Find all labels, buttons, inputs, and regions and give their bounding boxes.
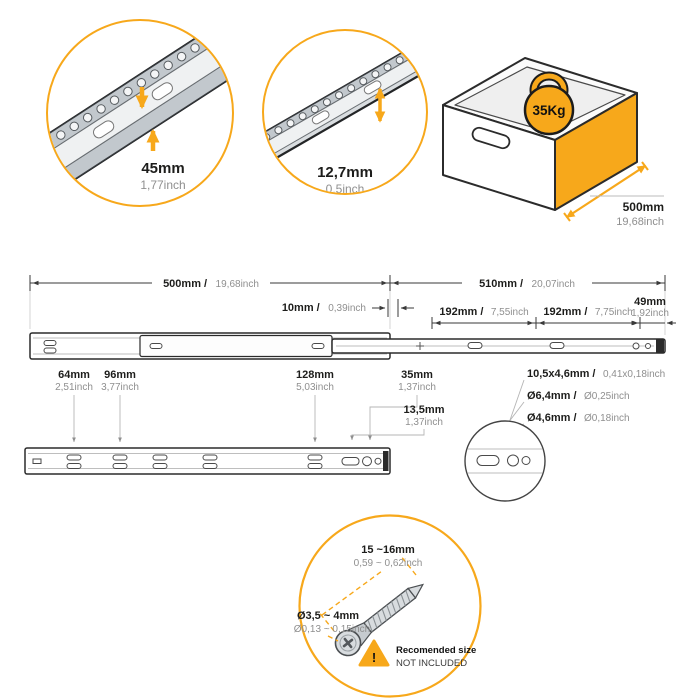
- dim-end-gap: 49mm 1,92inch: [629, 296, 676, 326]
- slide-height-illustration: [264, 38, 426, 167]
- mounting-hole-detail-circle: [464, 420, 546, 502]
- dim-pitch-35: 35mm 1,37inch: [368, 369, 436, 441]
- detail-hole-minor: [521, 456, 531, 465]
- svg-text:10mm / 0,39inch: 10mm / 0,39inch: [282, 298, 366, 315]
- svg-text:10,5x4,6mm / 0,41x0,18: 10,5x4,6mm / 0,41x0,18inch: [527, 364, 665, 381]
- screw-illustration: [334, 583, 425, 657]
- width-mm: 45mm: [141, 160, 185, 177]
- screw-threads: [367, 590, 411, 632]
- dim-pitch-13-5: 13,5mm 1,37inch: [350, 404, 445, 441]
- end-gap-inch: 1,92inch: [631, 308, 669, 319]
- travel-a-mm: 192mm /: [439, 306, 483, 318]
- svg-text:96mm: 96mm: [104, 369, 136, 381]
- width-dim-label: 45mm 1,77inch: [117, 157, 209, 195]
- screw-diameter-inch: Ø0,13 ~ 0,15inch: [294, 624, 370, 635]
- drawer-illustration: 35Kg 500mm 19,68inch: [442, 57, 664, 228]
- extended-inch: 20,07inch: [532, 279, 575, 290]
- svg-text:2,51inch: 2,51inch: [55, 382, 93, 393]
- height-inch: 0,5inch: [325, 182, 365, 195]
- screw-diameter-dimension: Ø3,5 ~ 4mm Ø0,13 ~ 0,15inch: [294, 610, 370, 642]
- svg-text:192mm / 7,55inch: 192mm / 7,55inch: [439, 302, 528, 319]
- svg-text:35mm: 35mm: [401, 369, 433, 381]
- dim-pitch-96: 96mm 3,77inch: [101, 369, 139, 443]
- svg-text:3,77inch: 3,77inch: [101, 382, 139, 393]
- slide-width-illustration: [48, 25, 232, 194]
- dim-extended-length: 510mm / 20,07inch: [390, 274, 666, 291]
- svg-text:128mm: 128mm: [296, 369, 334, 381]
- technical-drawing: 500mm / 19,68inch 510mm / 20,07inch 10mm…: [24, 274, 676, 502]
- feature-height-circle: 12,7mm 0,5inch: [262, 29, 428, 195]
- note-title: Recomended size: [396, 645, 476, 656]
- dim-travel-a: 192mm / 7,55inch: [431, 302, 537, 329]
- slot-size-label: 10,5x4,6mm / 0,41x0,18inch: [508, 364, 665, 424]
- warning-icon: [358, 639, 390, 667]
- drawer-depth-inch: 19,68inch: [616, 216, 664, 228]
- closed-inch: 19,68inch: [216, 279, 259, 290]
- svg-text:1,37inch: 1,37inch: [398, 382, 436, 393]
- dim-pitch-64: 64mm 2,51inch: [55, 369, 93, 443]
- drawer-depth-dimension: 500mm 19,68inch: [563, 161, 664, 228]
- note-subtitle: NOT INCLUDED: [396, 658, 467, 669]
- offset-mm: 10mm /: [282, 302, 320, 314]
- svg-text:1,37inch: 1,37inch: [405, 417, 443, 428]
- end-cap: [48, 143, 64, 194]
- height-mm: 12,7mm: [317, 164, 373, 181]
- slide-assembled-view: [29, 332, 666, 360]
- screw-length-mm: 15 ~16mm: [361, 544, 415, 556]
- height-dim-label: 12,7mm 0,5inch: [300, 161, 390, 195]
- ball-bearings: [48, 34, 214, 149]
- feature-width-circle: 45mm 1,77inch: [46, 19, 234, 207]
- slide-mounting-view: [24, 447, 391, 475]
- dim-offset: 10mm / 0,39inch: [282, 298, 414, 317]
- drawer-depth-mm: 500mm: [623, 200, 664, 214]
- travel-a-inch: 7,55inch: [491, 307, 529, 318]
- svg-text:500mm / 19,68inch: 500mm / 19,68inch: [163, 274, 259, 291]
- detail-hole-major: [507, 454, 519, 467]
- screw-length-inch: 0,59 ~ 0,62inch: [354, 558, 423, 569]
- warning-glyph: !: [372, 650, 376, 665]
- drawer-handle-slot: [471, 126, 511, 150]
- offset-inch: 0,39inch: [328, 303, 366, 314]
- ball-bearings: [264, 42, 426, 142]
- slide-rail-photo: [264, 38, 426, 167]
- phillips-cross-icon: [342, 637, 354, 649]
- extended-mm: 510mm /: [479, 278, 523, 290]
- svg-text:192mm / 7,75inch: 192mm / 7,75inch: [543, 302, 632, 319]
- screw-recommendation-circle: 15 ~16mm 0,59 ~ 0,62inch Ø3,5 ~ 4mm Ø0,1…: [294, 514, 482, 698]
- weight-icon: 35Kg: [523, 71, 575, 136]
- drawer-front-panel: [442, 104, 556, 211]
- svg-text:64mm: 64mm: [58, 369, 90, 381]
- travel-b-inch: 7,75inch: [595, 307, 633, 318]
- svg-text:Ø6,4mm / Ø0,25inch: Ø6,4mm / Ø0,25inch: [527, 386, 630, 403]
- width-inch: 1,77inch: [140, 178, 186, 192]
- closed-mm: 500mm /: [163, 278, 207, 290]
- load-capacity-label: 35Kg: [532, 103, 565, 118]
- svg-text:510mm / 20,07inch: 510mm / 20,07inch: [479, 274, 575, 291]
- svg-text:5,03inch: 5,03inch: [296, 382, 334, 393]
- not-included-note: ! Recomended size NOT INCLUDED: [358, 639, 476, 669]
- dim-travel-b: 192mm / 7,75inch: [536, 302, 641, 329]
- dim-closed-length: 500mm / 19,68inch: [29, 274, 391, 291]
- svg-text:13,5mm: 13,5mm: [404, 404, 445, 416]
- screw-length-dimension: 15 ~16mm 0,59 ~ 0,62inch: [317, 544, 423, 632]
- detail-slot: [476, 455, 500, 466]
- dim-pitch-128: 128mm 5,03inch: [296, 369, 334, 443]
- end-gap-mm: 49mm: [634, 296, 666, 308]
- travel-b-mm: 192mm /: [543, 306, 587, 318]
- svg-text:Ø4,6mm / Ø0,18inch: Ø4,6mm / Ø0,18inch: [527, 408, 630, 425]
- screw-diameter-mm: Ø3,5 ~ 4mm: [297, 610, 359, 622]
